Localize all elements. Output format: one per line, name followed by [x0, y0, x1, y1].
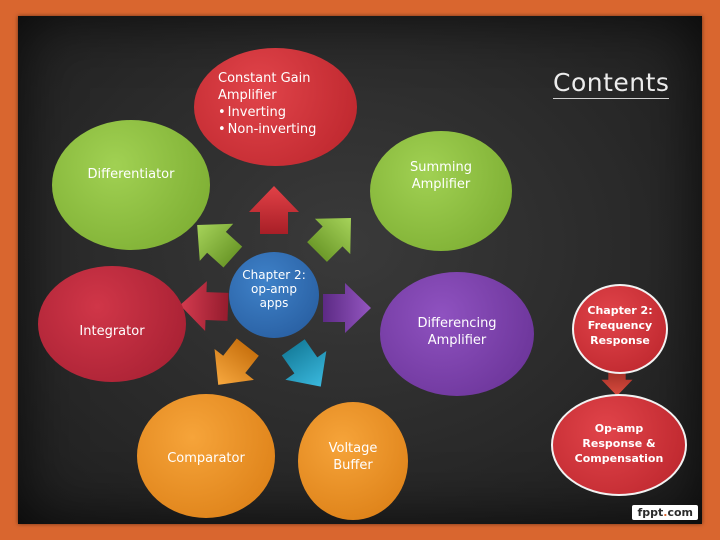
frequency-line2: Frequency — [587, 319, 653, 332]
chalkboard-slide: Contents Constant Gain Amplifier Inverti… — [18, 16, 702, 524]
node-differencing-amplifier — [380, 272, 534, 396]
differentiator-label: Differentiator — [87, 167, 175, 182]
frequency-line1: Chapter 2: — [587, 304, 653, 317]
differencing-label: Differencing Amplifier — [380, 315, 534, 349]
voltage-buffer-line2: Buffer — [333, 458, 373, 473]
summing-line1: Summing — [410, 160, 472, 175]
node-center-chapter2 — [229, 252, 319, 338]
frequency-response-label: Chapter 2: Frequency Response — [572, 303, 668, 348]
summing-line2: Amplifier — [411, 177, 471, 192]
constant-gain-label: Constant Gain Amplifier Inverting Non-in… — [218, 70, 316, 138]
frequency-line3: Response — [590, 334, 650, 347]
arrow-lower-left — [198, 331, 268, 401]
constant-gain-bullets: Inverting Non-inverting — [218, 104, 317, 138]
bullet-inverting: Inverting — [218, 104, 316, 121]
differencing-line2: Amplifier — [427, 333, 487, 348]
node-comparator — [137, 394, 275, 518]
opamp-line2: Response & — [582, 437, 656, 450]
differencing-line1: Differencing — [417, 316, 497, 331]
arrow-left — [179, 280, 229, 332]
bullet-non-inverting: Non-inverting — [218, 121, 317, 138]
comparator-label: Comparator — [167, 451, 245, 466]
node-opamp-compensation — [551, 394, 687, 496]
arrow-up — [249, 186, 299, 234]
voltage-buffer-line1: Voltage — [328, 441, 378, 456]
node-differentiator — [52, 120, 210, 250]
node-voltage-buffer — [298, 402, 408, 520]
constant-gain-title-line1: Constant Gain — [218, 71, 311, 86]
opamp-line3: Compensation — [574, 452, 664, 465]
summing-label: Summing Amplifier — [370, 159, 512, 193]
integrator-label: Integrator — [79, 324, 145, 339]
arrow-lower-right — [272, 333, 342, 401]
node-integrator — [38, 266, 186, 382]
center-label: Chapter 2: op-amp apps — [242, 268, 306, 310]
node-frequency-response — [572, 284, 668, 374]
opamp-line1: Op-amp — [594, 422, 644, 435]
opamp-compensation-label: Op-amp Response & Compensation — [551, 421, 687, 466]
fppt-watermark: fppt.com — [632, 505, 698, 520]
constant-gain-title-line2: Amplifier — [218, 88, 277, 103]
arrow-upper-right — [299, 200, 369, 270]
arrow-right — [323, 283, 371, 333]
node-summing-amplifier — [370, 131, 512, 251]
slide-title: Contents — [553, 68, 670, 99]
voltage-buffer-label: Voltage Buffer — [298, 440, 408, 474]
